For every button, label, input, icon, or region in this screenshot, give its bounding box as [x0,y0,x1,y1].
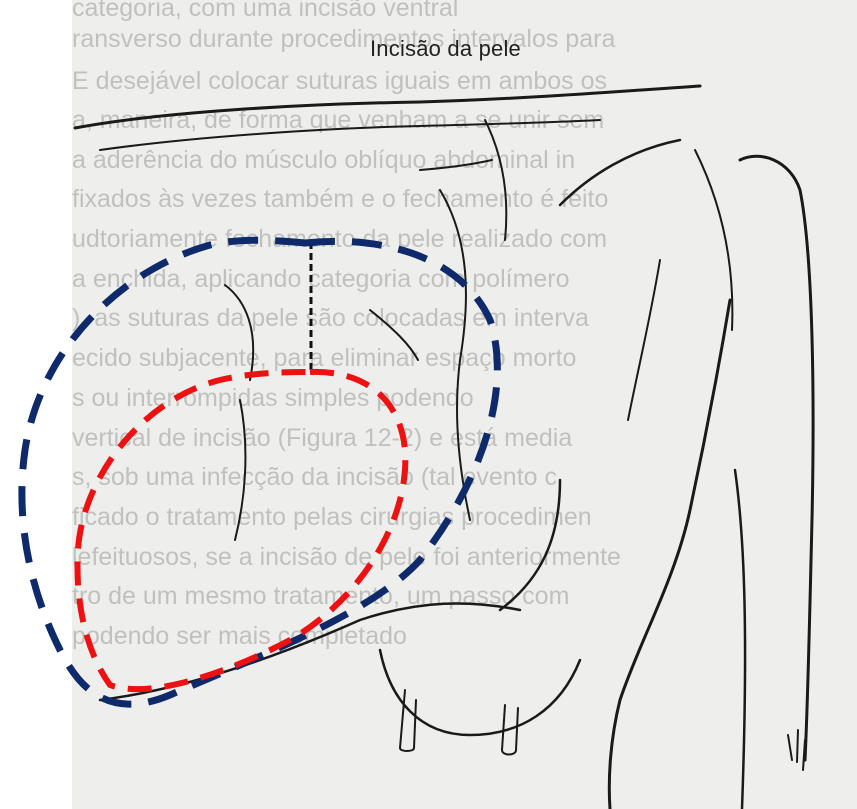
tail-switch [788,730,805,770]
back-contour-lower [100,120,600,150]
udder [380,650,580,735]
front-limb-contour [225,285,253,380]
flank-line-curve [485,120,506,240]
front-limb-lower [235,400,245,540]
back-contour [75,86,700,128]
rear-leg-front [609,300,730,809]
tail [740,156,813,760]
hip-contour [560,140,680,205]
shoulder-contour [370,310,418,360]
diagram-title: Incisão da pele [370,36,521,62]
outer-dashed-circle [22,240,497,704]
flank-line-upper [420,160,492,170]
rear-leg-back [735,470,745,809]
pelvis-contour [695,150,732,330]
inner-dashed-circle [77,372,405,689]
belly-contour [100,603,520,700]
rear-leg-inner [628,260,660,420]
belly-contour-rear [500,480,560,610]
teat-left [400,690,416,751]
flank-fold [440,190,470,520]
